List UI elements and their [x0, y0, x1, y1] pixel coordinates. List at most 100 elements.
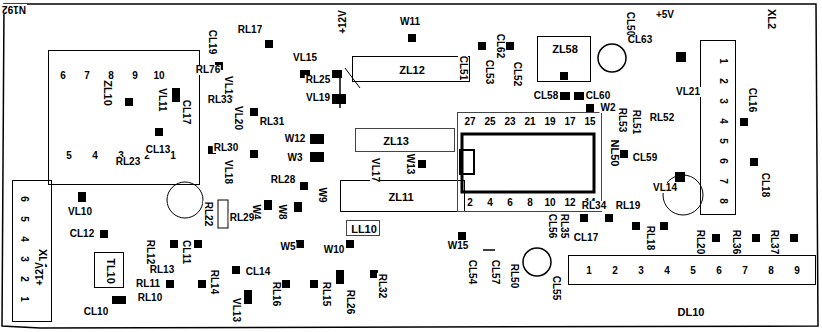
component-label: W15 [447, 241, 470, 251]
pin-number: 1 [19, 295, 29, 303]
component-label: +12V [35, 261, 45, 287]
capacitor-symbol [483, 249, 495, 251]
connector-outline: XL212345678 [700, 40, 736, 215]
component-label: RL33 [207, 95, 233, 105]
component-label: RL36 [731, 229, 741, 255]
component-label: VL17 [370, 157, 380, 183]
component-label: CL62 [495, 33, 505, 59]
component-label: RL29 [229, 213, 255, 223]
board-outline [2, 4, 818, 328]
component-label: CL14 [245, 267, 271, 277]
component-label: W5 [280, 242, 297, 252]
electrolytic-capacitor [598, 44, 626, 72]
pin-number: 4 [91, 151, 99, 161]
component-label: CL55 [551, 275, 561, 301]
component-label: CL19 [207, 29, 217, 55]
component-label: CL18 [760, 172, 770, 198]
pin-number: 1 [585, 266, 593, 276]
part-name: ZL58 [551, 44, 579, 55]
mounting-hole [167, 182, 203, 218]
component-label: RL51 [631, 109, 641, 135]
component-label: CL60 [585, 91, 611, 101]
connector-outline: XL1654321 [12, 180, 52, 322]
pin-number: 6 [718, 157, 728, 165]
part-name: LL10 [350, 224, 378, 235]
component-label: CL59 [632, 153, 658, 163]
component-label: VL13 [231, 297, 241, 323]
pin-number: 6 [506, 198, 514, 208]
component-label: RL50 [509, 263, 519, 289]
pin-number: 10 [152, 71, 165, 81]
component-label: +12V [338, 9, 348, 35]
component-label: RL10 [137, 293, 163, 303]
pin-number: 9 [793, 266, 801, 276]
pin-number: 2 [718, 77, 728, 85]
component-label: W3 [287, 153, 304, 163]
pin-number: 25 [483, 117, 496, 127]
pin-number: 10 [543, 198, 556, 208]
component-label: +5V [655, 10, 675, 20]
component-label: CL58 [533, 91, 559, 101]
component-label: CL11 [181, 239, 191, 265]
pin-number: 17 [563, 117, 576, 127]
ic-outline [462, 134, 594, 192]
component-label: CL52 [512, 61, 522, 87]
pin-number: 2 [19, 275, 29, 283]
component-label: VL15 [292, 53, 318, 63]
pin-number: 6 [59, 71, 67, 81]
pin-number: 7 [83, 71, 91, 81]
component-label: W10 [323, 245, 346, 255]
pin-number: 4 [19, 235, 29, 243]
component-label: W2 [600, 103, 617, 113]
component-label: RL32 [377, 273, 387, 299]
part-name: ZL12 [398, 65, 426, 76]
component-label: RL13 [149, 265, 175, 275]
component-outline: TL10 [94, 252, 124, 288]
component-label: W11 [399, 17, 421, 27]
component-label: RL31 [259, 117, 285, 127]
component-label: VL14 [652, 183, 678, 193]
part-name: ZL13 [382, 136, 410, 147]
resistor-symbol [218, 200, 228, 228]
electrolytic-capacitor [523, 248, 551, 276]
pin-number: 19 [543, 117, 556, 127]
component-label: CL50 [625, 11, 635, 37]
part-name: NL50 [609, 139, 620, 168]
pin-number: 6 [19, 195, 29, 203]
component-label: CL54 [467, 259, 477, 285]
ic-notch [460, 150, 474, 174]
pin-number: 8 [107, 71, 115, 81]
component-label: W13 [405, 153, 415, 176]
component-label: RL20 [695, 229, 705, 255]
pin-number: 4 [718, 117, 728, 125]
module-outline: ZL13 [355, 128, 455, 152]
component-label: VL19 [305, 93, 331, 103]
component-label: VL20 [233, 105, 243, 131]
component-label: VL21 [675, 87, 701, 97]
solder-pads [78, 34, 798, 304]
pin-number: 7 [741, 266, 749, 276]
component-label: RL11 [135, 279, 161, 289]
pin-number: 3 [637, 266, 645, 276]
pin-number: 27 [463, 117, 476, 127]
component-label: CL13 [145, 145, 171, 155]
component-label: RL17 [237, 25, 263, 35]
pin-number: 4 [663, 266, 671, 276]
component-label: VL11 [157, 87, 167, 112]
component-label: CL56 [547, 213, 557, 239]
component-label: RL22 [203, 201, 213, 227]
component-outline: LL10 [346, 220, 380, 236]
pin-number: 1 [718, 57, 728, 65]
pin-number: 9 [131, 71, 139, 81]
pin-number: 8 [526, 198, 534, 208]
module-outline: ZL11 [340, 180, 465, 212]
component-label: RL76 [195, 65, 221, 75]
component-label: VL10 [67, 207, 93, 217]
module-outline: ZL12 [352, 56, 470, 82]
pin-number: 5 [718, 137, 728, 145]
component-label: RL15 [321, 281, 331, 307]
pin-number: 8 [718, 197, 728, 205]
pin-number: 3 [718, 97, 728, 105]
component-label: RL28 [270, 175, 296, 185]
pin-number: 15 [583, 117, 596, 127]
